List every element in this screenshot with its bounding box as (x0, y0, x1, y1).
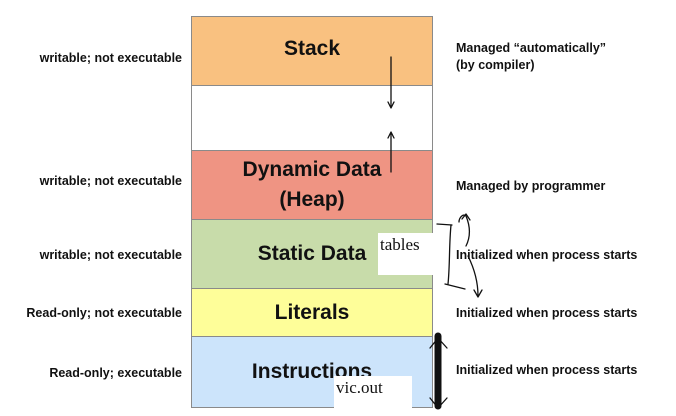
literals-permissions: Read-only; not executable (26, 306, 182, 320)
instructions-management: Initialized when process starts (456, 363, 638, 377)
heap-label: Dynamic Data (242, 158, 382, 181)
heap-management: Managed by programmer (456, 179, 606, 193)
instructions-permissions: Read-only; executable (49, 366, 182, 380)
static-curve-arrow-up-head (461, 213, 471, 221)
static-bracket-vertical (447, 224, 452, 285)
static-bracket-bottom (444, 283, 466, 290)
stack-management-line-2: (by compiler) (456, 58, 535, 72)
heap-growth-arrowhead (387, 131, 395, 139)
literals-management: Initialized when process starts (456, 306, 638, 320)
literals-label: Literals (274, 300, 350, 324)
static-curve-arrow-down-head (473, 289, 483, 298)
stack-growth-arrowhead (387, 101, 395, 109)
stack-label: Stack (283, 37, 341, 60)
vic-out-note: vic.out (334, 376, 412, 410)
static-data-management: Initialized when process starts (456, 248, 638, 262)
heap-label-secondary: (Heap) (279, 188, 345, 211)
static-bracket-top (436, 223, 453, 226)
stack-management-line-1: Managed “automatically” (456, 41, 607, 55)
segment-heap: Dynamic Data (Heap) (191, 150, 433, 220)
static-curve-arrow-down (467, 255, 479, 297)
segment-stack: Stack (191, 16, 433, 86)
static-data-label: Static Data (257, 242, 367, 265)
heap-permissions: writable; not executable (39, 174, 182, 188)
stack-management: Managed “automatically” (by compiler) (456, 40, 606, 74)
segment-literals: Literals (191, 288, 433, 337)
static-data-permissions: writable; not executable (39, 248, 182, 262)
tables-note: tables (378, 233, 441, 275)
stack-permissions: writable; not executable (39, 51, 182, 65)
static-curve-arrow-up (458, 214, 471, 247)
